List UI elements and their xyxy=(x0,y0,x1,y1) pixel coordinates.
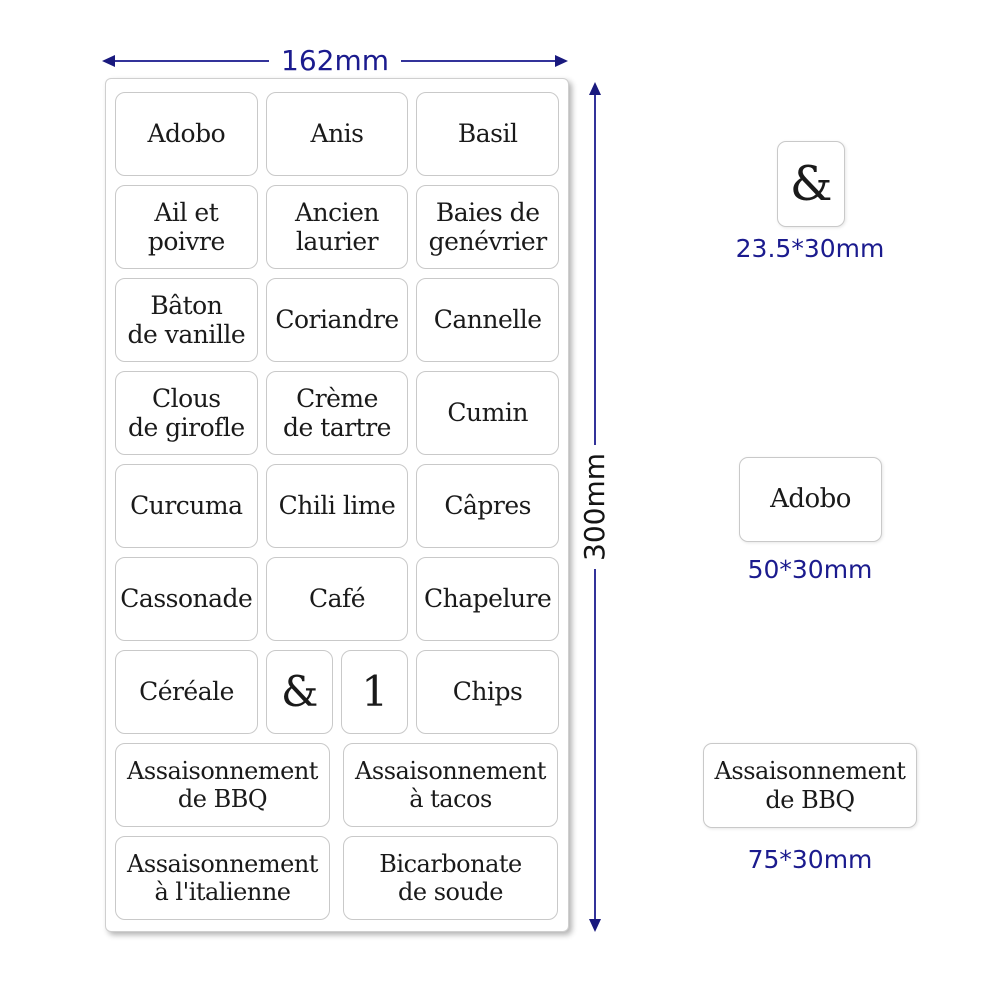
label-assaisonnement-italienne: Assaisonnement à l'italienne xyxy=(115,836,330,920)
sample-label-small: & xyxy=(777,141,845,227)
label-cereale: Céréale xyxy=(115,650,258,734)
width-dimension: 162mm xyxy=(102,46,568,76)
sample-size-large: 75*30mm xyxy=(747,845,873,874)
sheet-row: Ail et poivre Ancien laurier Baies de ge… xyxy=(115,185,560,269)
label-cannelle: Cannelle xyxy=(416,278,560,362)
label-chapelure: Chapelure xyxy=(416,557,560,641)
sheet-height-label: 300mm xyxy=(578,453,611,561)
label-anis: Anis xyxy=(265,92,409,176)
label-capres: Câpres xyxy=(416,464,560,548)
sheet-row: Curcuma Chili lime Câpres xyxy=(115,464,560,548)
label-ancien-laurier: Ancien laurier xyxy=(265,185,409,269)
label-clous-de-girofle: Clous de girofle xyxy=(115,371,258,455)
label-creme-de-tartre: Crème de tartre xyxy=(265,371,409,455)
label-number-one: 1 xyxy=(341,650,408,734)
label-cassonade: Cassonade xyxy=(115,557,258,641)
dimension-line xyxy=(401,60,555,62)
sheet-row: Adobo Anis Basil xyxy=(115,92,560,176)
dimension-line xyxy=(594,569,596,919)
label-cumin: Cumin xyxy=(416,371,560,455)
dimension-line xyxy=(115,60,269,62)
arrow-up-icon xyxy=(589,82,601,95)
label-coriandre: Coriandre xyxy=(265,278,409,362)
label-ampersand: & xyxy=(266,650,333,734)
label-assaisonnement-bbq: Assaisonnement de BBQ xyxy=(115,743,330,827)
label-sheet: Adobo Anis Basil Ail et poivre Ancien la… xyxy=(105,78,569,932)
sample-label-medium: Adobo xyxy=(739,457,882,542)
label-bicarbonate-soude: Bicarbonate de soude xyxy=(343,836,558,920)
sheet-row: Assaisonnement à l'italienne Bicarbonate… xyxy=(115,836,559,920)
sheet-row: Assaisonnement de BBQ Assaisonnement à t… xyxy=(115,743,559,827)
sheet-width-label: 162mm xyxy=(281,44,389,77)
label-chili-lime: Chili lime xyxy=(265,464,409,548)
height-dimension: 300mm xyxy=(578,82,611,932)
sample-label-large: Assaisonnement de BBQ xyxy=(703,743,917,828)
sheet-row: Bâton de vanille Coriandre Cannelle xyxy=(115,278,560,362)
label-curcuma: Curcuma xyxy=(115,464,258,548)
label-basil: Basil xyxy=(416,92,560,176)
label-ail-et-poivre: Ail et poivre xyxy=(115,185,258,269)
label-baton-de-vanille: Bâton de vanille xyxy=(115,278,258,362)
label-chips: Chips xyxy=(416,650,559,734)
dimension-line xyxy=(594,95,596,445)
label-cafe: Café xyxy=(265,557,409,641)
sample-size-medium: 50*30mm xyxy=(747,555,873,584)
arrow-right-icon xyxy=(555,55,568,67)
sheet-row: Clous de girofle Crème de tartre Cumin xyxy=(115,371,560,455)
sheet-row: Cassonade Café Chapelure xyxy=(115,557,560,641)
label-adobo: Adobo xyxy=(115,92,258,176)
label-baies-de-genevrier: Baies de genévrier xyxy=(416,185,560,269)
arrow-left-icon xyxy=(102,55,115,67)
sample-size-small: 23.5*30mm xyxy=(735,234,885,263)
label-assaisonnement-tacos: Assaisonnement à tacos xyxy=(343,743,558,827)
arrow-down-icon xyxy=(589,919,601,932)
sheet-row: Céréale & 1 Chips xyxy=(115,650,559,734)
